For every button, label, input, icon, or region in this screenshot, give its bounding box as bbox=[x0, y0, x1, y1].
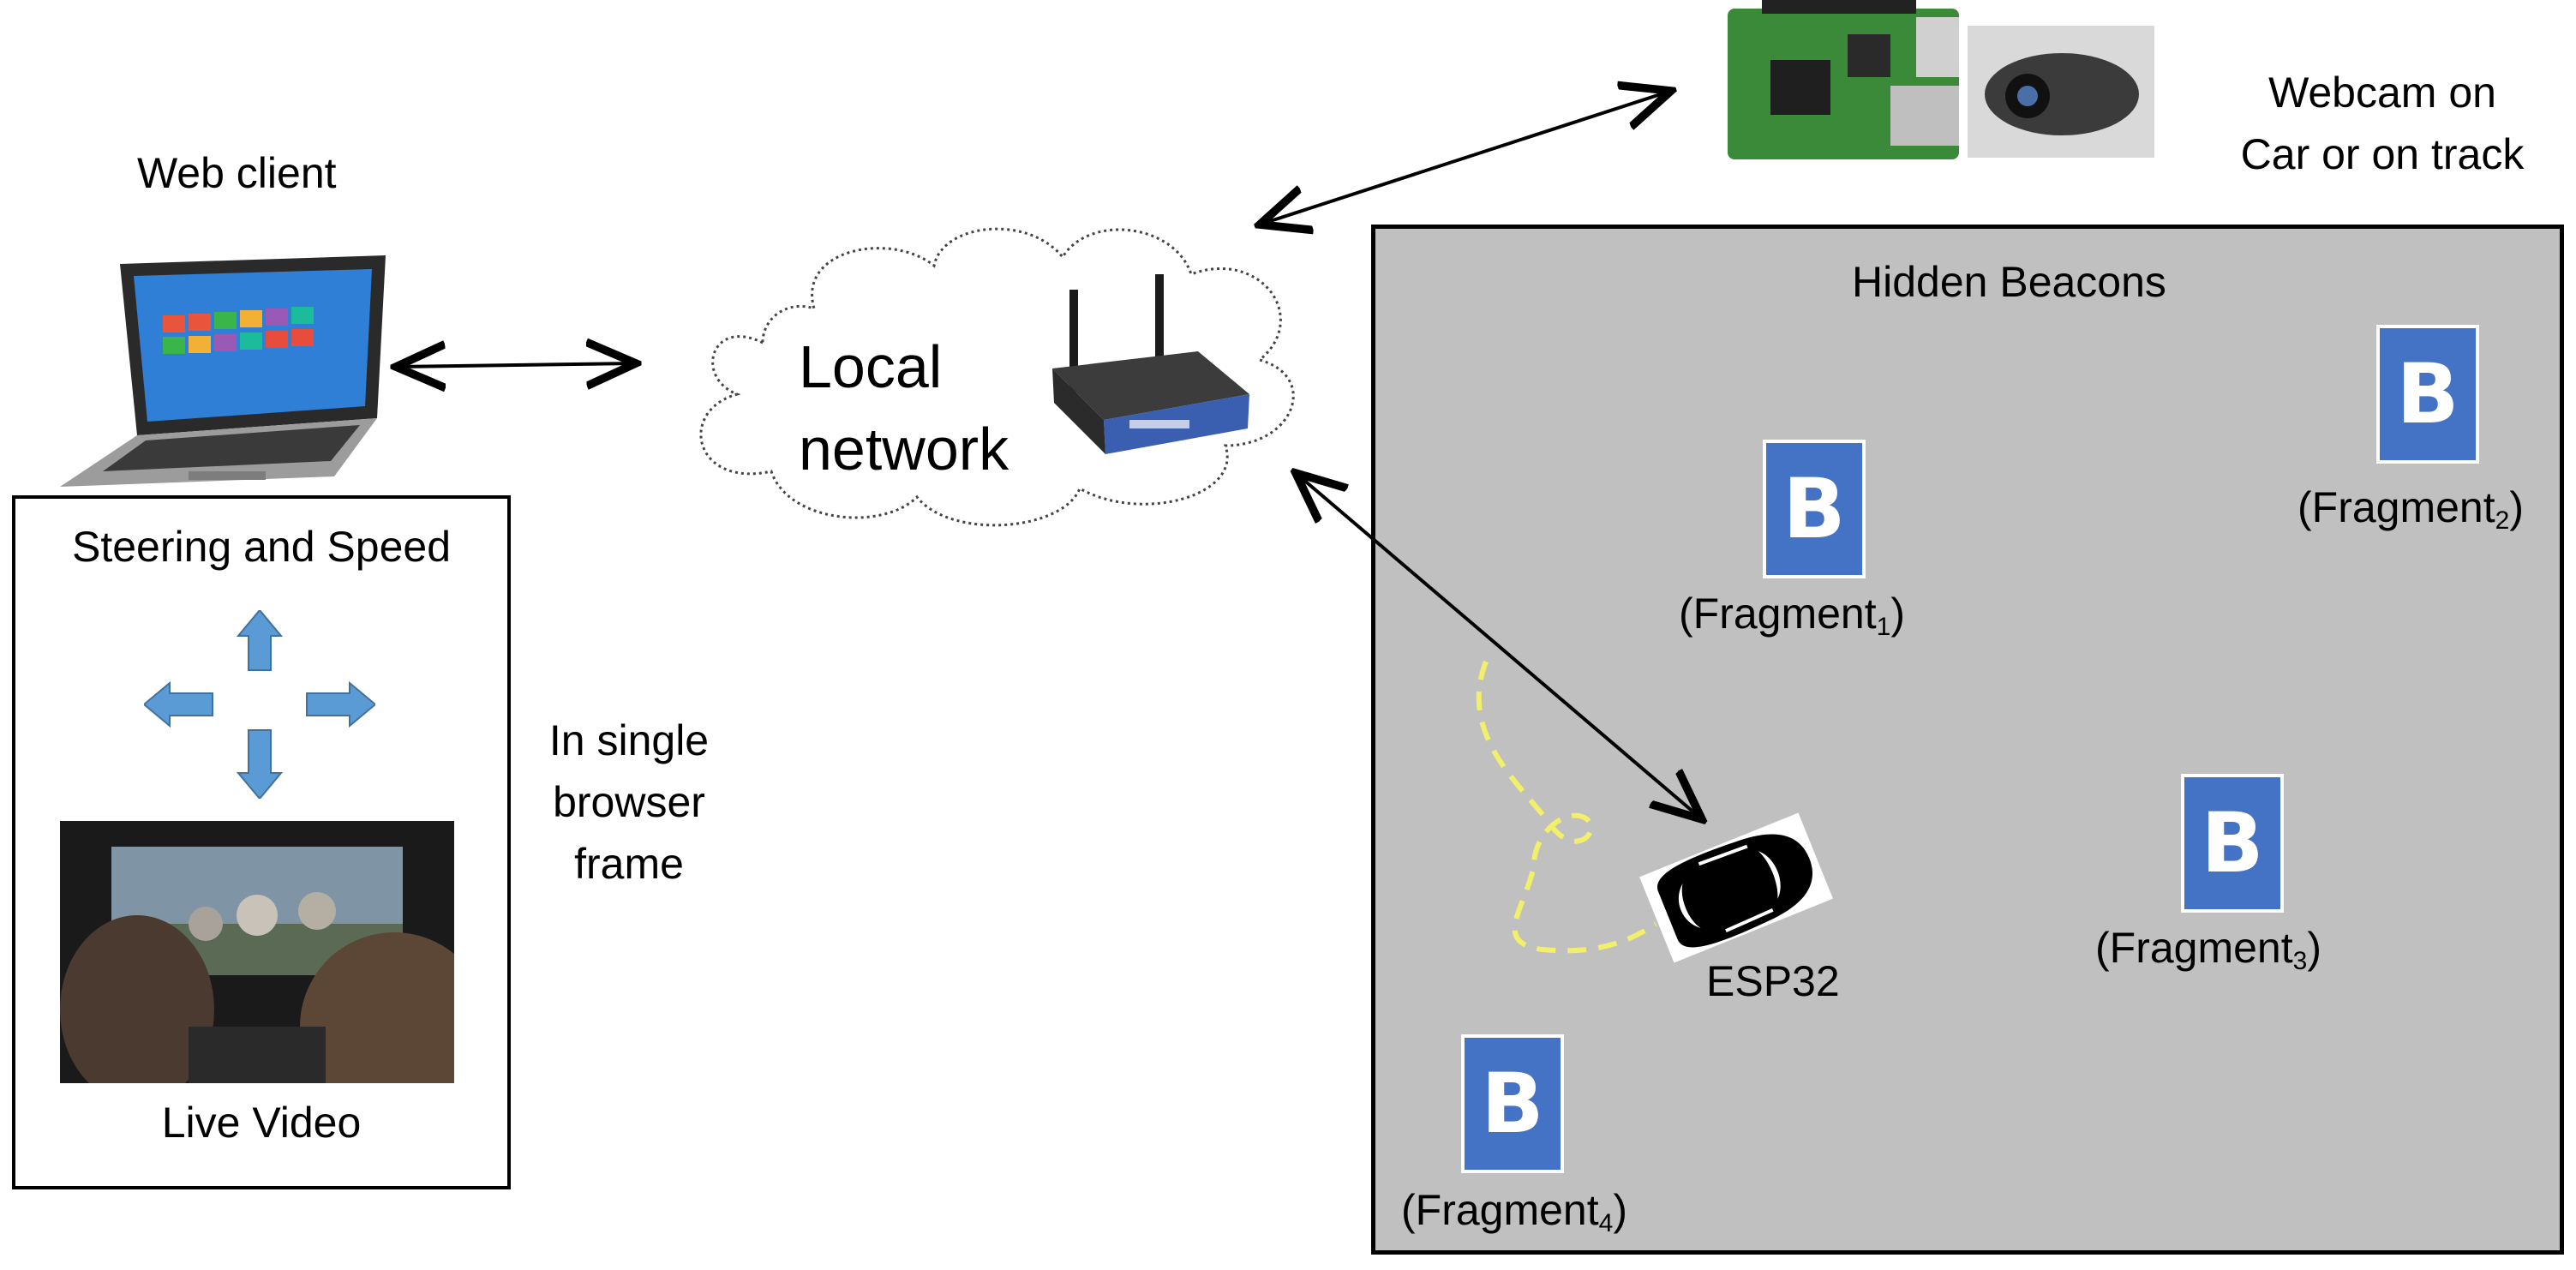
local-network-cloud bbox=[699, 227, 1295, 527]
fragment-4-label: (Fragment4) bbox=[1401, 1186, 1627, 1237]
fragment-1-label: (Fragment1) bbox=[1679, 590, 1905, 641]
live-video-label: Live Video bbox=[161, 1099, 362, 1147]
local-network-label: Local network bbox=[799, 326, 1009, 490]
laptop-icon bbox=[60, 255, 386, 487]
frame-note-line3: frame bbox=[574, 840, 684, 888]
car-icon bbox=[1639, 812, 1833, 963]
network-label-line2: network bbox=[799, 416, 1009, 482]
esp32-label: ESP32 bbox=[1706, 957, 1840, 1005]
steering-speed-label: Steering and Speed bbox=[71, 523, 452, 571]
beacon-4: B bbox=[1461, 1034, 1564, 1173]
frame-note-line1: In single bbox=[548, 716, 710, 764]
arrow-up-icon[interactable] bbox=[236, 610, 284, 671]
arrow-down-icon[interactable] bbox=[236, 729, 284, 799]
browser-frame: Steering and Speed Live Video bbox=[12, 495, 511, 1189]
webcam-label: Webcam on Car or on track bbox=[2194, 62, 2571, 185]
fragment-3-label: (Fragment3) bbox=[2095, 924, 2321, 975]
arrow-right-icon[interactable] bbox=[306, 680, 375, 728]
arrow-left-icon[interactable] bbox=[144, 680, 213, 728]
webcam-label-line1: Webcam on bbox=[2268, 69, 2496, 117]
steering-arrows bbox=[144, 610, 375, 799]
frame-note-line2: browser bbox=[553, 778, 705, 826]
laptop-network-arrow bbox=[396, 363, 636, 367]
network-pi-arrow bbox=[1260, 91, 1671, 225]
beacon-3: B bbox=[2181, 774, 2284, 913]
router-icon bbox=[1052, 274, 1249, 454]
hidden-beacons-title: Hidden Beacons bbox=[1852, 258, 2166, 306]
beacon-1: B bbox=[1763, 440, 1866, 578]
car-path bbox=[1476, 660, 1657, 954]
fragment-2-label: (Fragment2) bbox=[2297, 483, 2524, 535]
network-car-arrow bbox=[1296, 473, 1702, 819]
beacon-2: B bbox=[2376, 325, 2479, 464]
live-video-thumbnail[interactable] bbox=[60, 821, 454, 1083]
single-frame-note: In single browser frame bbox=[514, 710, 744, 895]
webcam-label-line2: Car or on track bbox=[2240, 130, 2525, 178]
raspberry-pi-icon bbox=[1728, 0, 2154, 159]
network-label-line1: Local bbox=[799, 333, 943, 400]
web-client-label: Web client bbox=[137, 149, 337, 197]
